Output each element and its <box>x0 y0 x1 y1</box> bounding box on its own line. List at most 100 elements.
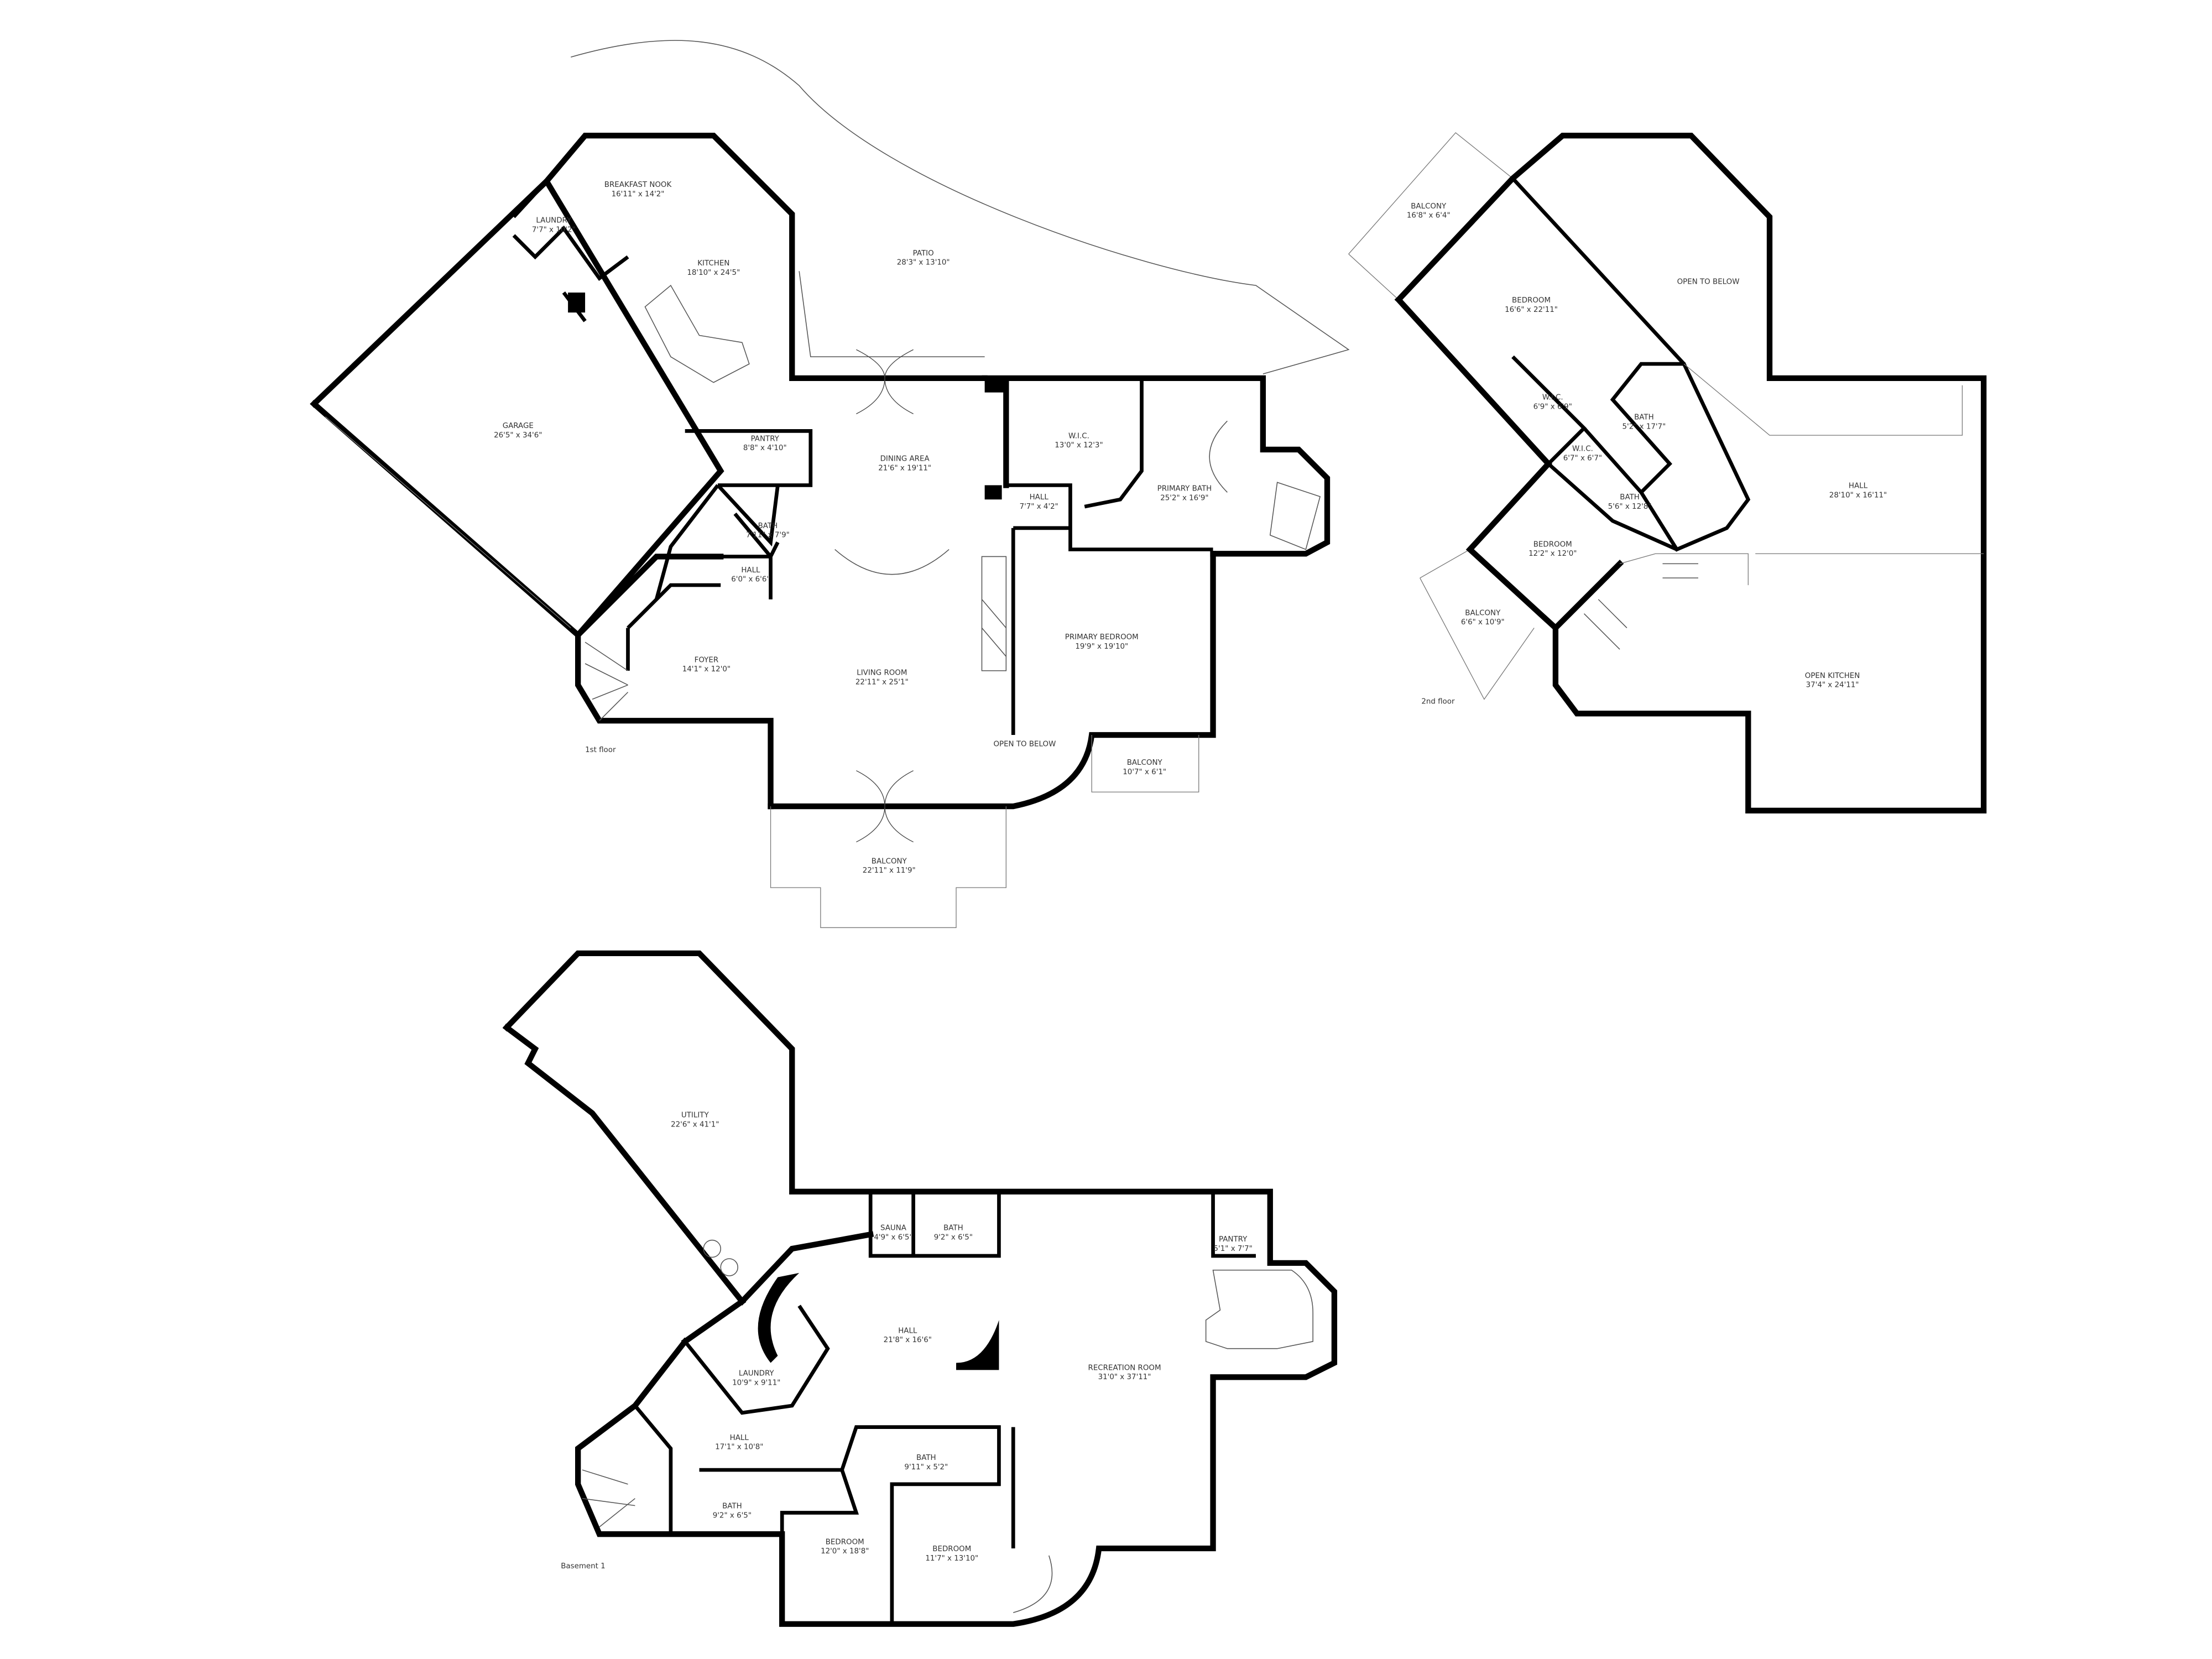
outer-walls <box>502 950 1338 1627</box>
room-name: BATH <box>722 1503 742 1511</box>
rec-bar <box>1205 1270 1313 1349</box>
room-name: LIVING ROOM <box>857 669 907 677</box>
room-label: W.I.C.6'7" x 6'7" <box>1563 445 1602 462</box>
room-name: BALCONY <box>1411 202 1447 211</box>
garage-walls <box>310 176 724 639</box>
kitchen-walls <box>542 133 988 382</box>
room-dimensions: 5'2" x 17'7" <box>1622 422 1666 431</box>
room-dimensions: 4'9" x 6'5" <box>874 1233 912 1241</box>
stair <box>582 1469 1053 1613</box>
stair-foyer <box>585 641 629 721</box>
shower-curve <box>1209 420 1228 493</box>
room-name: PRIMARY BEDROOM <box>1065 633 1139 641</box>
room-name: BEDROOM <box>1512 296 1551 305</box>
primary-suite-walls <box>982 375 1331 557</box>
floor-label: Basement 1 <box>561 1562 606 1571</box>
utility-lower-wall <box>738 1231 874 1306</box>
room-name: BREAKFAST NOOK <box>604 181 672 189</box>
room-name: OPEN TO BELOW <box>993 740 1056 749</box>
room-dimensions: 5'1" x 7'7" <box>1214 1245 1253 1253</box>
room-name: SAUNA <box>880 1224 907 1233</box>
room-label: OPEN TO BELOW <box>1677 278 1740 286</box>
garage-door <box>325 416 571 628</box>
room-dimensions: 13'0" x 12'3" <box>1055 441 1103 450</box>
room-name: W.I.C. <box>1068 432 1089 440</box>
room-dimensions: 22'6" x 41'1" <box>671 1120 719 1129</box>
pillar <box>984 378 1005 393</box>
room-dimensions: 5'6" x 12'8" <box>1608 503 1652 511</box>
second-floor-plan <box>1348 132 1987 813</box>
room-dimensions: 21'8" x 16'6" <box>884 1336 932 1344</box>
room-dimensions: 14'1" x 12'0" <box>682 665 731 674</box>
room-dimensions: 9'2" x 6'5" <box>934 1233 973 1241</box>
foyer-walls <box>573 554 774 810</box>
room-name: HALL <box>898 1327 917 1335</box>
balcony-outline <box>1348 132 1535 700</box>
bedroom-wall <box>1511 177 1686 366</box>
patio-outline <box>571 40 1350 374</box>
room-label: W.I.C.6'9" x 6'9" <box>1533 394 1572 411</box>
room-name: HALL <box>741 566 760 575</box>
room-dimensions: 19'9" x 19'10" <box>1075 643 1128 651</box>
room-name: UTILITY <box>681 1112 709 1120</box>
room-dimensions: 21'6" x 19'11" <box>878 464 931 472</box>
room-name: PATIO <box>913 249 934 258</box>
room-dimensions: 37'4" x 24'11" <box>1806 681 1859 690</box>
room-name: PRIMARY BATH <box>1157 485 1212 493</box>
room-dimensions: 28'3" x 13'10" <box>897 259 950 267</box>
bath-hall-walls <box>654 484 780 600</box>
room-name: HALL <box>1030 493 1049 502</box>
room-name: PANTRY <box>751 435 780 443</box>
room-name: RECREATION ROOM <box>1088 1364 1161 1372</box>
hall-curve-wall <box>758 1272 800 1363</box>
wic-walls <box>1006 378 1213 735</box>
floor-label: 2nd floor <box>1421 697 1455 706</box>
pantry-walls <box>685 429 813 547</box>
room-dimensions: 22'11" x 11'9" <box>863 867 916 875</box>
room-name: W.I.C. <box>1542 394 1563 402</box>
room-name: BALCONY <box>1127 759 1163 767</box>
room-dimensions: 9'11" x 5'2" <box>904 1463 948 1472</box>
room-dimensions: 16'11" x 14'2" <box>612 190 665 199</box>
room-name: BEDROOM <box>932 1545 971 1553</box>
room-name: DINING AREA <box>880 455 930 463</box>
room-name: LAUNDRY <box>536 217 572 225</box>
room-label: W.I.C.13'0" x 12'3" <box>1055 432 1103 450</box>
tub <box>1269 482 1321 550</box>
room-dimensions: 26'5" x 34'6" <box>494 431 542 440</box>
fireplace <box>981 556 1007 671</box>
floor-label: 1st floor <box>585 746 616 754</box>
room-name: BATH <box>1634 414 1654 422</box>
room-name: BEDROOM <box>826 1538 864 1546</box>
room-dimensions: 7'11" x 7'9" <box>746 531 790 540</box>
room-name: OPEN TO BELOW <box>1677 278 1740 286</box>
pillar <box>984 485 1002 500</box>
room-dimensions: 10'7" x 6'1" <box>1123 768 1166 776</box>
room-dimensions: 22'11" x 25'1" <box>855 678 909 686</box>
room-dimensions: 6'0" x 6'6" <box>731 576 770 584</box>
room-name: BEDROOM <box>1533 540 1572 549</box>
room-dimensions: 6'9" x 6'9" <box>1533 403 1572 411</box>
first-floor-plan <box>310 40 1350 928</box>
room-name: HALL <box>1849 482 1868 491</box>
pillar <box>568 293 586 313</box>
room-name: OPEN KITCHEN <box>1805 672 1860 680</box>
stair <box>1583 563 1698 650</box>
